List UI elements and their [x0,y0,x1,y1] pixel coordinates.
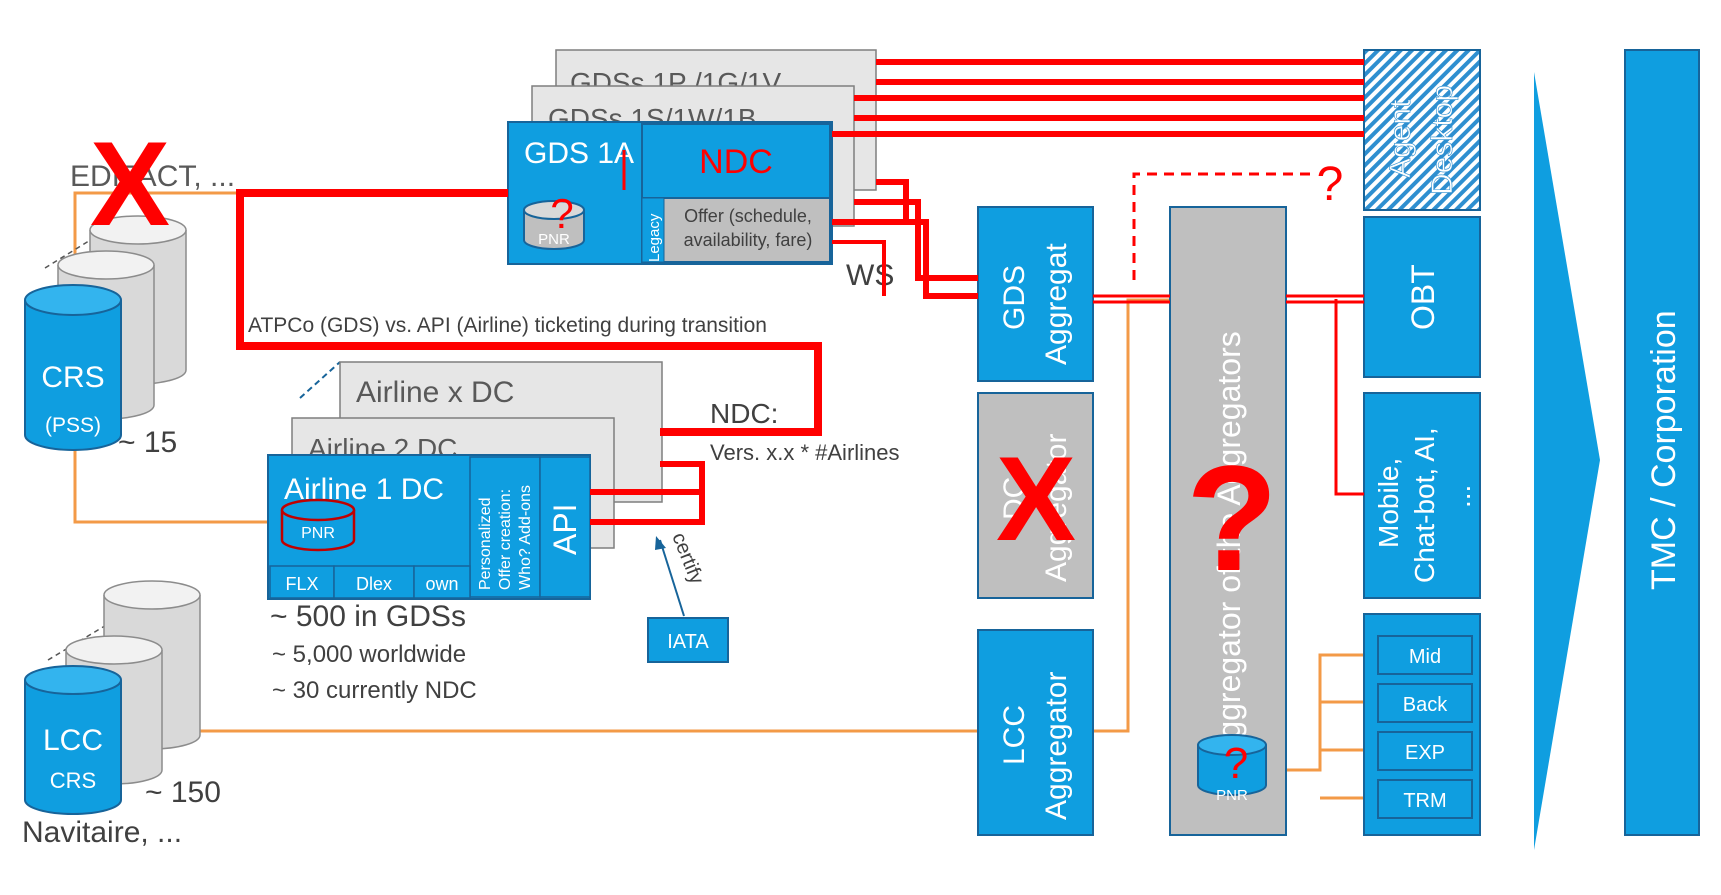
aggregators-lcc-line1-text: LCC [998,705,1031,765]
iata-label: IATA [667,631,709,653]
crs-count: ~ 15 [118,426,177,459]
backoffice-group-box: Mid Back EXP TRM [1363,613,1481,836]
airline-dc-stack: Airline x DC Airline 2 DC Airline 1 DC P… [267,361,663,600]
certify-label: certify [667,530,707,588]
obt-box: OBT [1363,216,1481,378]
aggregator-of-aggregators-box: Aggregator of the Aggregators ? PNR ? [1169,206,1287,836]
transition-label: ATPCo (GDS) vs. API (Airline) ticketing … [248,314,767,337]
dc-aggregator-box: DC Aggregator X [977,392,1094,599]
tmc-corporation-box: TMC / Corporation [1624,49,1700,836]
lcc-count: ~ 150 [145,776,221,809]
airline-stat-gds: ~ 500 in GDSs [270,600,466,633]
airline-vertical-line2: Offer creation: [497,489,514,590]
airline-vertical-line3: Who? Add-ons [517,485,534,590]
crs-title: CRS [41,361,104,394]
edifact-label: EDIFACT, ... [70,160,235,193]
agg-of-agg-label: Aggregator of the Aggregators [1211,331,1247,760]
airline-flx-label: FLX [285,574,318,594]
gds-stack: GDSs 1P /1G/1V GDSs 1S/1W/1B GDS 1A NDC … [507,49,877,265]
channels-agent-line1-text: Agent [1384,99,1417,178]
aggregators-dc-line2-text: Aggregator [1040,434,1073,582]
agg-pnr-question: ? [1224,739,1248,788]
airline-pnr-label: PNR [301,525,335,542]
aggregators-gds-line1-text: GDS [998,265,1031,330]
gds-aggregator-box: GDS Aggregat [977,206,1094,382]
channels-mobile-line2-text: Chat-bot, AI, [1409,427,1440,583]
dc-aggregator-cross: X [996,432,1076,566]
tmc-label: TMC / Corporation [1645,310,1683,590]
agg-pnr-label: PNR [1216,787,1248,804]
gds-offer-line1: Offer (schedule, [684,206,812,226]
ws-label: WS [846,259,894,292]
airline-api-label: API [547,503,583,555]
airline-stat-worldwide: ~ 5,000 worldwide [272,641,466,668]
flow-arrow [1534,72,1600,850]
aggregators-gds-line2-text: Aggregat [1040,243,1073,365]
lcc-crs-subtitle: CRS [50,768,96,793]
crs-database-stack: CRS (PSS) [24,215,187,451]
agg-big-question: ? [1186,434,1278,602]
ndc-note-line2: Vers. x.x * #Airlines [710,440,900,465]
gds-ndc-label: NDC [699,143,773,181]
channels-mobile-line1-text: Mobile, [1373,458,1404,548]
airline-dlex-label: Dlex [356,574,392,594]
gds-main-label: GDS 1A [524,137,634,170]
airline-back1-label: Airline x DC [356,376,514,409]
lcc-database-stack: LCC CRS [24,580,201,815]
orange-connectors [73,191,1378,800]
edifact-cross-mark: X [90,117,170,251]
airline-stat-ndc: ~ 30 currently NDC [272,677,477,704]
gds-legacy-label: Legacy [646,213,663,262]
aggregators-dc-line1-text: DC [998,477,1031,520]
channels-agent-line2-text: Desktop [1426,85,1459,195]
channels-exp-text: EXP [1405,742,1445,764]
airline-own-label: own [425,574,458,594]
gds-offer-line2: availability, fare) [684,230,813,250]
ndc-note-line1: NDC: [710,398,778,429]
gds-pnr-question: ? [550,190,573,237]
iata-box: IATA certify [647,530,729,663]
airline-vertical-line1: Personalized [477,498,494,591]
gds-pnr-label: PNR [538,231,570,248]
mobile-chatbot-box: Mobile, Chat-bot, AI, ... [1363,392,1481,599]
dashed-link-question: ? [1317,158,1344,211]
crs-subtitle: (PSS) [45,414,101,437]
lcc-aggregator-box: LCC Aggregator [977,629,1094,836]
channels-back-text: Back [1403,694,1448,716]
channels-mobile-line3-text: ... [1445,485,1476,508]
cross-mark-text: X [90,117,170,251]
agent-desktop-box: Agent Desktop [1363,49,1481,211]
red-connectors [236,59,1364,525]
lcc-crs-title: LCC [43,724,103,757]
navitaire-label: Navitaire, ... [22,816,182,849]
aggregators-lcc-line2-text: Aggregator [1040,672,1073,820]
channels-obt-text: OBT [1405,264,1441,330]
channels-trm-text: TRM [1403,790,1446,812]
channels-mid-text: Mid [1409,646,1441,668]
